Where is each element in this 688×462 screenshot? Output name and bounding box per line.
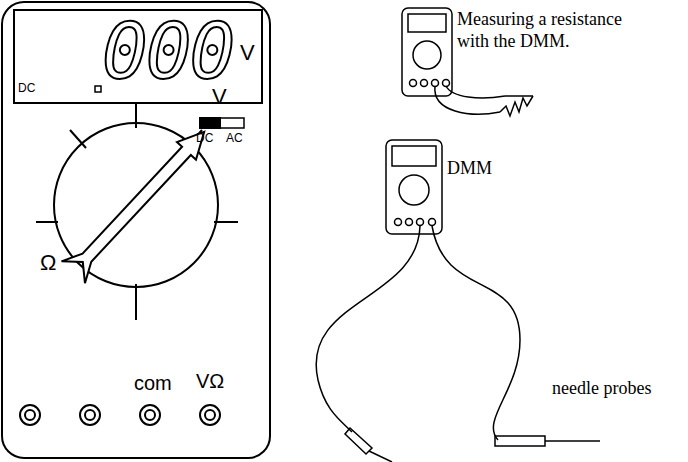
jack-label: VΩ	[196, 370, 224, 393]
switch-slider	[200, 118, 220, 128]
callout-label: DMM	[447, 158, 492, 179]
dial-ticks	[36, 104, 238, 320]
display-digits: 000	[102, 14, 233, 90]
input-jacks	[20, 405, 220, 425]
meter-body	[2, 2, 270, 458]
display-mode: DC	[18, 82, 35, 96]
small-meter	[386, 140, 442, 234]
display-unit: V	[240, 40, 255, 65]
resistor-symbol	[500, 96, 533, 116]
needle-probe-leads	[316, 226, 600, 462]
jack-label: com	[134, 372, 172, 395]
small-meter	[402, 8, 452, 96]
dial-pointer	[62, 121, 216, 283]
test-leads	[435, 86, 533, 116]
dial-label: V	[212, 84, 227, 109]
dc-ac-switch	[200, 118, 244, 128]
caption-note: Measuring a resistance with the DMM.	[457, 8, 647, 52]
dial-label: Ω	[40, 250, 56, 275]
switch-label: DC	[196, 132, 213, 146]
callout-label: needle probes	[552, 378, 651, 399]
decimal-point	[95, 86, 101, 92]
switch-label: AC	[226, 132, 243, 146]
